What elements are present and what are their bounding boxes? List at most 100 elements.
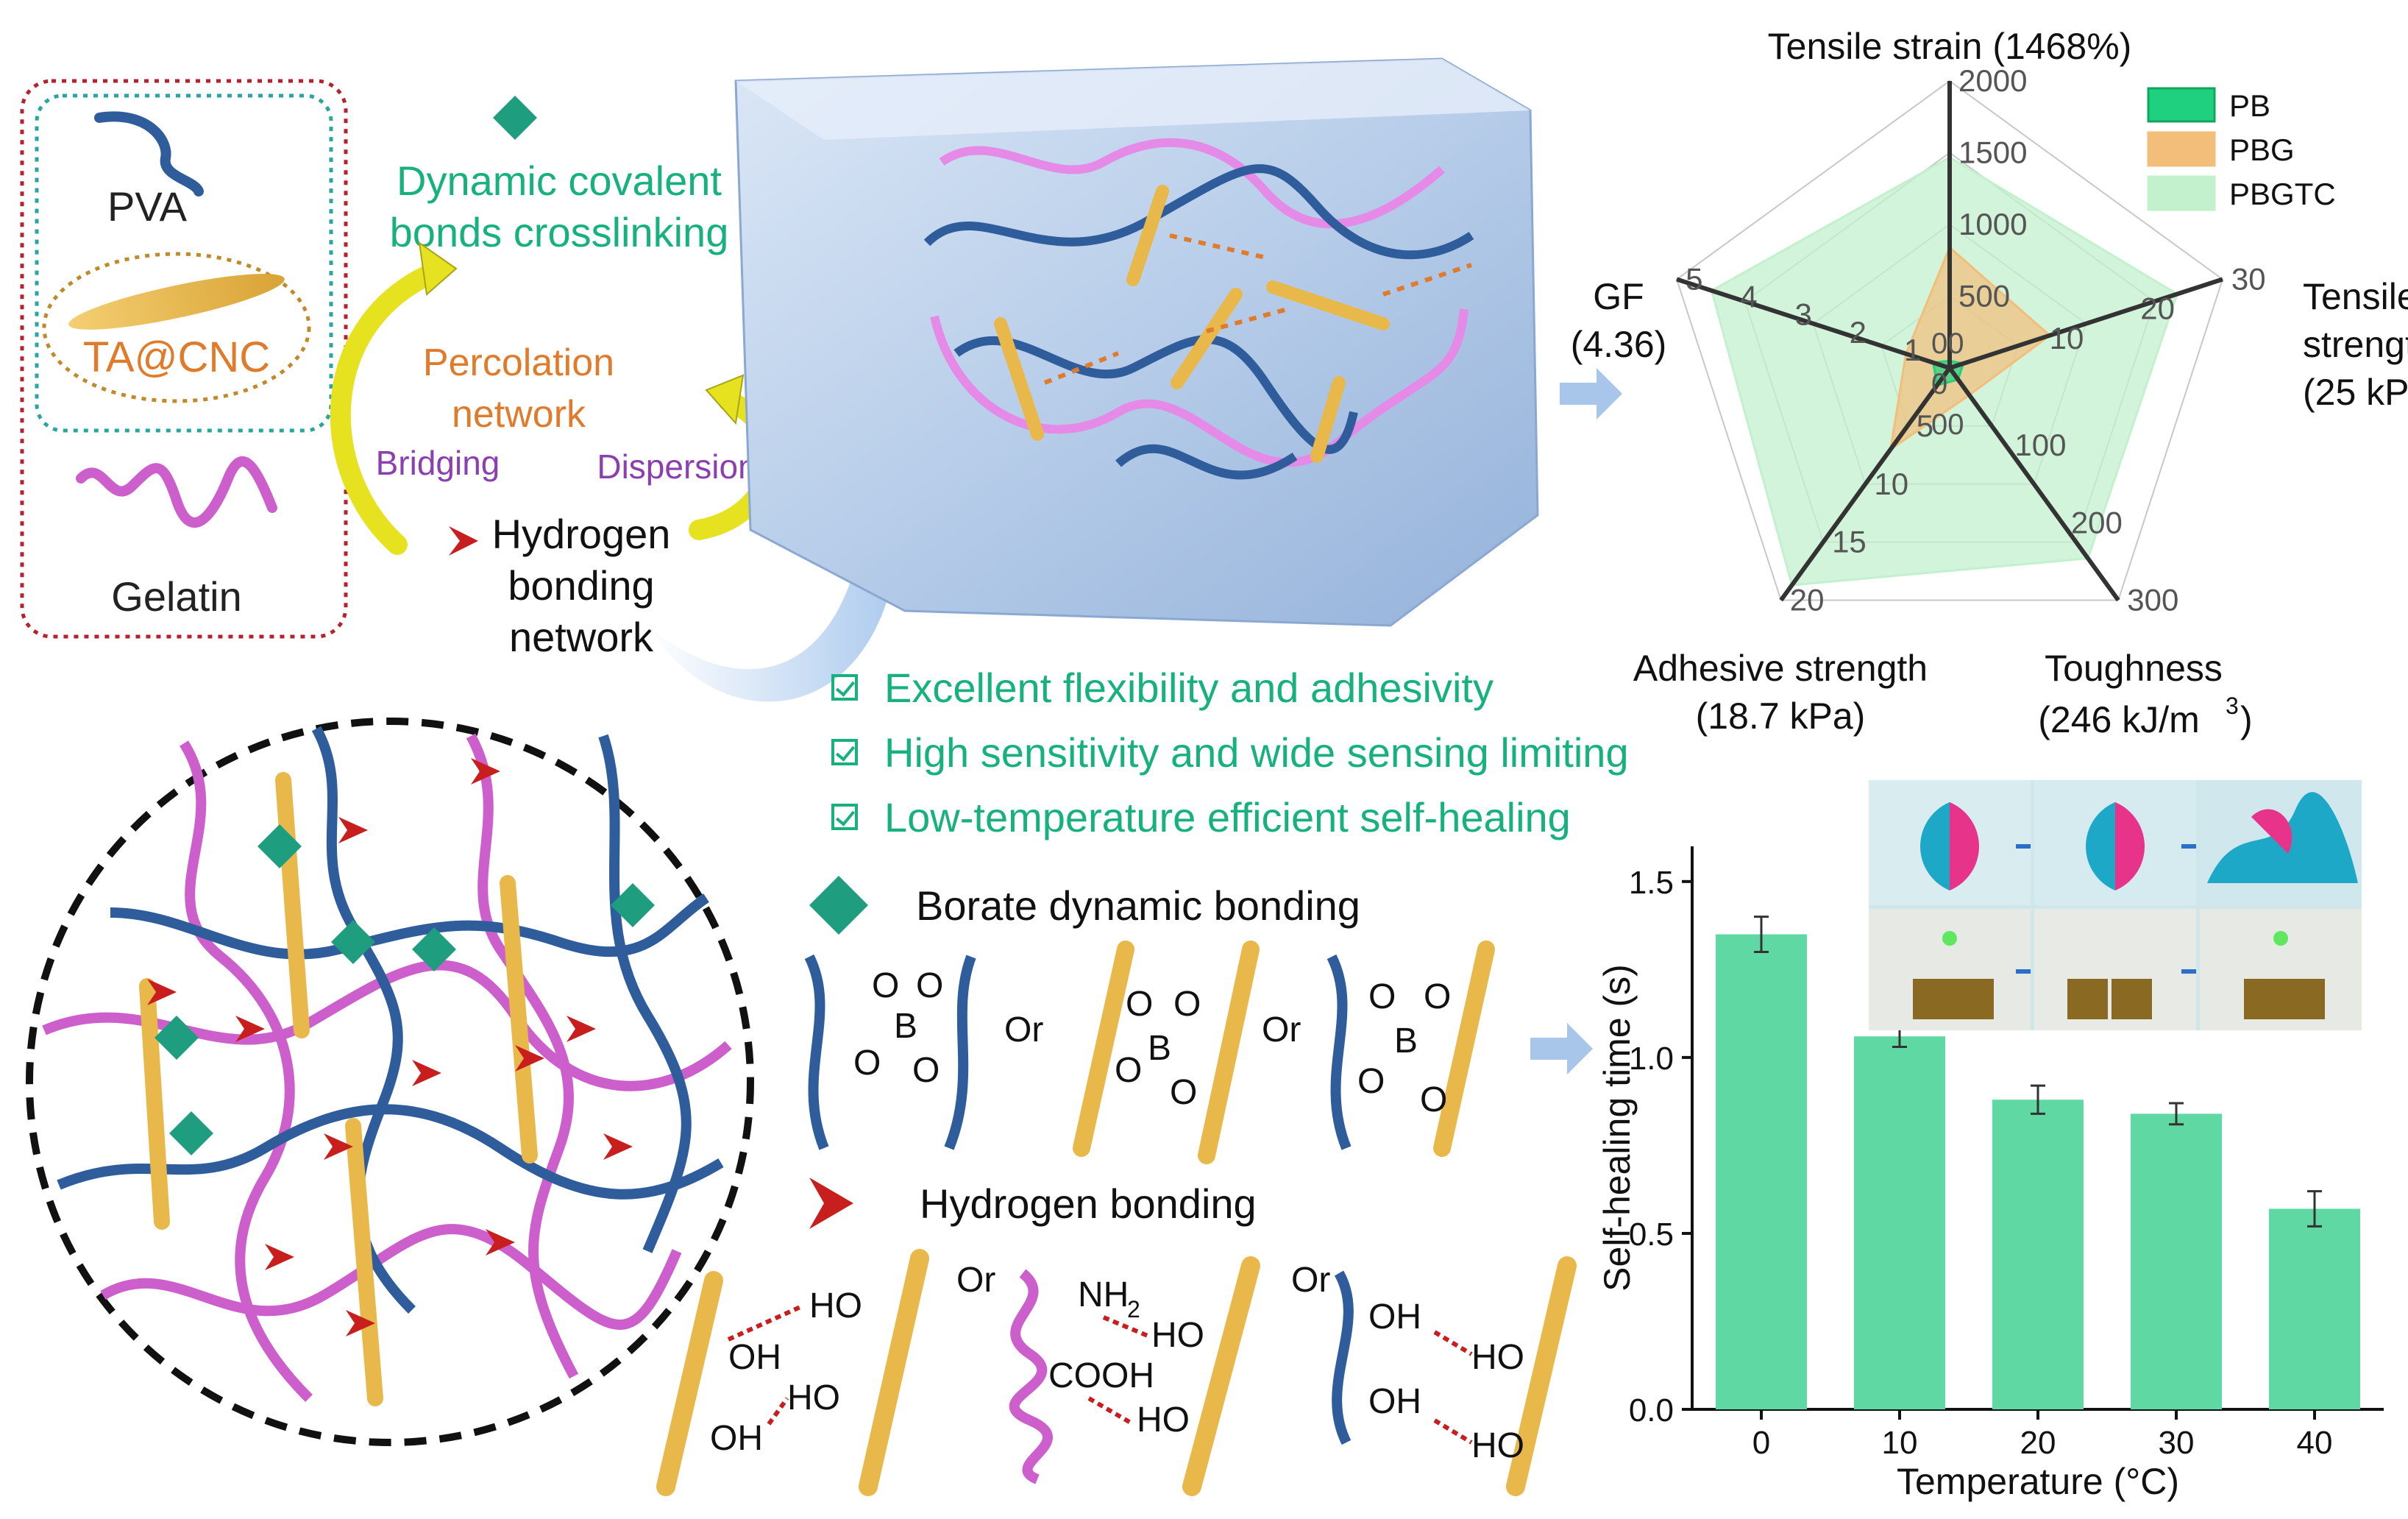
network-hbond-chevrons [147,758,633,1336]
gel-cnc-rod-1 [1126,185,1169,286]
borate-struct-1-chain-right [944,955,976,1150]
radar-legend-swatch-pb [2147,87,2216,123]
feature-text: High sensitivity and wide sensing limiti… [884,729,1629,776]
network-gelatin-chain-4 [466,733,579,1379]
hbond-struct-2-dashes [1087,1315,1149,1426]
radar-tick-label: 2 [1850,315,1867,350]
hbond-struct-2-gelatin [1009,1269,1053,1484]
borate-struct-3-b: B [1394,1021,1418,1061]
radar-tick-label: 5 [1917,408,1933,443]
borate-node-icon [493,96,537,140]
hbond-network-line1: Hydrogen [492,511,671,557]
photo-6-gel [2244,979,2325,1019]
hbond-struct-1-ho2: HO [787,1378,840,1417]
network-pva-chain-3 [110,893,709,960]
radar-tick-label: 3 [1794,297,1811,332]
borate-struct-2-o3: O [1115,1051,1142,1090]
radar-tick-label: 500 [1958,279,2010,314]
hbond-struct-3-rod [1506,1256,1577,1496]
feature-item: Excellent flexibility and adhesivity [831,655,1629,720]
hbond-network-line2: bonding [508,562,654,609]
radar-tick-label: 10 [1874,467,1908,501]
photo-5-gel-right [2112,979,2152,1019]
photo-6-led [2273,931,2288,946]
hbond-struct-3-oh2: OH [1368,1382,1421,1421]
radar-tick-label: 2000 [1958,63,2027,98]
tacnc-dotted-ring [42,252,311,403]
checkbox-icon [831,739,858,765]
component-legend: PVA TA@CNC Gelatin [20,79,348,639]
photo-4-gel [1913,979,1994,1019]
radar-axis-4 [1676,277,1950,370]
radar-center-label: 00 [1931,327,1964,360]
radar-legend-label: PB [2229,88,2270,123]
photo-5-gel-left [2067,979,2108,1019]
hbond-network-line3: network [509,614,654,660]
bar-x-tick-label: 30 [2159,1425,2195,1461]
hbond-chevron-icon [449,526,478,556]
gel-block-body [734,57,1539,627]
hbond-struct-2-ho2: HO [1137,1401,1190,1440]
to-radar-arrow [1560,368,1622,419]
borate-struct-2-o1: O [1126,985,1153,1024]
radar-axis-label: strength [2303,324,2408,365]
borate-or-2: Or [1262,1010,1301,1049]
radar-legend-label: PBG [2229,132,2295,167]
bar-y-tick-label: 1.5 [1629,865,1674,901]
bar-x-tick-label: 40 [2297,1425,2333,1461]
radar-axis-label: (4.36) [1571,324,1667,365]
to-bar-arrow [1530,1023,1593,1074]
bar-x-tick-label: 10 [1882,1425,1918,1461]
checkbox-icon [831,804,858,830]
radar-axis-1 [1949,277,2223,370]
radar-grid-ring-3 [1675,79,2224,601]
borate-struct-3-o1: O [1368,977,1396,1016]
borate-struct-2-rod-left [1073,941,1134,1157]
photo-3-stretched-pink [2251,809,2292,854]
feature-item: High sensitivity and wide sensing limiti… [831,720,1629,785]
tacnc-label: TA@CNC [83,333,270,381]
bonding-legend: Borate dynamic bonding O O B O O Or O O … [656,876,1593,1496]
bar-y-tick-label: 0.5 [1629,1217,1674,1253]
borate-struct-1-o2: O [916,966,943,1005]
pva-label: PVA [107,183,188,230]
hbond-or-1: Or [956,1261,995,1300]
radar-series-pbg [1889,245,2052,452]
radar-axis-3 [1779,367,1952,602]
borate-struct-3-chain [1326,954,1352,1150]
borate-struct-1-o3: O [853,1044,881,1083]
feature-list: Excellent flexibility and adhesivity Hig… [831,655,1629,849]
dispersion-label: Dispersion [597,447,756,486]
feature-text: Excellent flexibility and adhesivity [884,664,1494,711]
gel-pva-chain-3 [1115,444,1298,480]
hbond-struct-1-oh2: OH [710,1419,763,1458]
radar-tick-label: 1 [1904,333,1921,367]
photo-1-blue-half [1919,802,1950,890]
network-cnc-rod-4 [345,1118,383,1406]
hbond-struct-1-dashes [727,1304,803,1426]
bar-x-tick-label: 0 [1752,1425,1770,1461]
feature-item: Low-temperature efficient self-healing [831,785,1629,849]
radar-axis-2 [1947,367,2120,602]
network-cnc-rod-1 [275,772,310,1038]
gelatin-chain-icon [76,456,277,528]
cnc-rod-icon [68,274,285,330]
radar-axis-label: Tensile strain (1468%) [1768,26,2132,67]
gel-pva-chain-1 [923,164,1474,260]
bar-x-axis-label: Temperature (°C) [1897,1461,2179,1502]
bridging-label: Bridging [376,444,500,482]
borate-struct-2-b: B [1148,1029,1171,1068]
radar-tick-label: 300 [2127,583,2178,617]
bar-x-tick-label: 20 [2020,1425,2056,1461]
radar-tick-label: 100 [2014,428,2066,462]
borate-struct-3-o2: O [1424,977,1451,1016]
photo-arrows [2016,844,2196,974]
radar-axis-label: (246 kJ/m [2038,699,2200,740]
bar-y-tick-label: 0.0 [1629,1392,1674,1428]
network-circle [26,718,754,1446]
hbond-struct-1-rod-left [656,1271,723,1496]
gel-cnc-rod-3 [1171,288,1243,389]
radar-tick-label: 4 [1740,280,1757,314]
dispersion-arrow-head [705,374,745,425]
